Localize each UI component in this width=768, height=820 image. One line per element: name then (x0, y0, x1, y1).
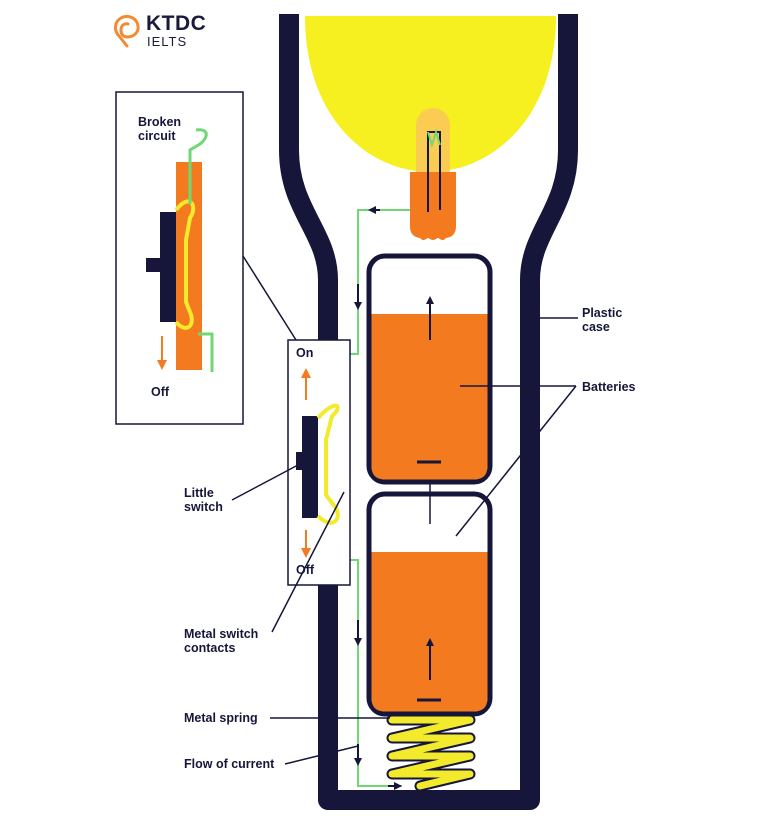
metal-switch-contacts-label: Metal switch contacts (184, 627, 259, 655)
bulb (410, 108, 456, 240)
logo-pin-icon (114, 14, 140, 48)
switch-box (287, 339, 351, 586)
flow-of-current-label: Flow of current (184, 757, 275, 771)
metal-spring (386, 714, 476, 792)
batteries-label: Batteries (582, 380, 636, 394)
current-arrows (354, 206, 402, 790)
little-switch-label: Little switch (184, 486, 223, 514)
switch-on-label: On (296, 346, 314, 360)
battery-bottom (366, 491, 493, 717)
metal-spring-label: Metal spring (184, 711, 258, 725)
inset-broken-circuit (115, 91, 244, 425)
plastic-case (279, 14, 578, 810)
inset-off-label: Off (151, 385, 170, 399)
logo-subtitle: IELTS (147, 34, 188, 49)
broken-circuit-label: Broken circuit (138, 115, 182, 143)
battery-top (366, 253, 493, 485)
plastic-case-label: Plastic case (582, 306, 623, 334)
reflector (305, 16, 556, 172)
logo-name: KTDC (146, 12, 207, 35)
switch-off-label: Off (296, 563, 315, 577)
leader-lines (231, 255, 578, 765)
